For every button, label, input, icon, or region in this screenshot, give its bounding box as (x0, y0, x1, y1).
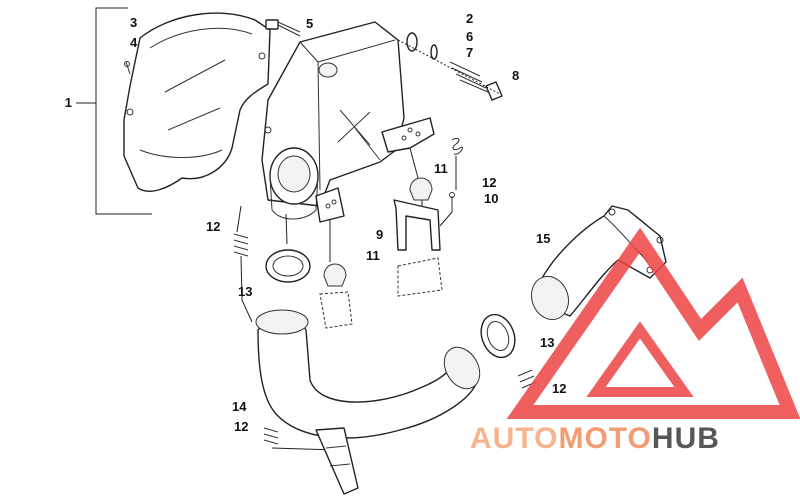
grommet-washer-set (406, 32, 503, 101)
callout-13-right: 13 (540, 335, 554, 350)
callout-10: 10 (484, 191, 498, 206)
watermark-text-auto: AUTO (470, 422, 558, 455)
callout-6: 6 (466, 29, 473, 44)
callout-14: 14 (232, 399, 247, 414)
callout-15: 15 (536, 231, 550, 246)
callout-7: 7 (466, 45, 473, 60)
spring-left (233, 233, 249, 257)
callout-12-upper-right: 12 (482, 175, 496, 190)
mounting-bracket (393, 199, 443, 297)
exhaust-pipe (255, 309, 481, 495)
rubber-bumper-lower (319, 263, 353, 329)
rubber-bumper-upper (409, 177, 433, 201)
callout-12-bottom: 12 (234, 419, 248, 434)
spring-bottom (263, 427, 279, 445)
small-fastener (124, 61, 131, 75)
callout-4: 4 (130, 35, 138, 50)
callout-8: 8 (512, 68, 519, 83)
bolt (265, 19, 301, 37)
bracket-bolt (449, 192, 455, 212)
muffler-outlet (269, 147, 319, 220)
callout-12-left: 12 (206, 219, 220, 234)
group-bracket-1 (76, 7, 152, 215)
callout-labels: 1 2 3 4 5 6 7 8 9 10 11 11 12 12 12 12 1… (65, 11, 567, 434)
callout-9: 9 (376, 227, 383, 242)
heat-shield (123, 12, 271, 192)
callout-11-upper: 11 (434, 161, 448, 176)
seal-ring-right (480, 313, 516, 359)
callout-13-left: 13 (238, 284, 252, 299)
callout-1: 1 (65, 95, 72, 110)
svg-text:AUTOMOTOHUB: AUTOMOTOHUB (470, 422, 720, 455)
watermark-logo: AUTOMOTOHUB (470, 227, 800, 455)
bracket-plate (381, 117, 435, 153)
callout-2: 2 (466, 11, 473, 26)
muffler-tab (315, 187, 345, 223)
watermark-triangle-icon (506, 227, 800, 419)
watermark-text-hub: HUB (652, 422, 720, 455)
spring-upper-right (451, 137, 463, 155)
watermark-text-moto: MOTO (558, 422, 651, 455)
callout-5: 5 (306, 16, 313, 31)
watermark-inner-triangle-icon (586, 321, 694, 397)
callout-12-right: 12 (552, 381, 566, 396)
seal-ring-left (265, 249, 311, 283)
callout-3: 3 (130, 15, 137, 30)
callout-11-lower: 11 (366, 248, 380, 263)
